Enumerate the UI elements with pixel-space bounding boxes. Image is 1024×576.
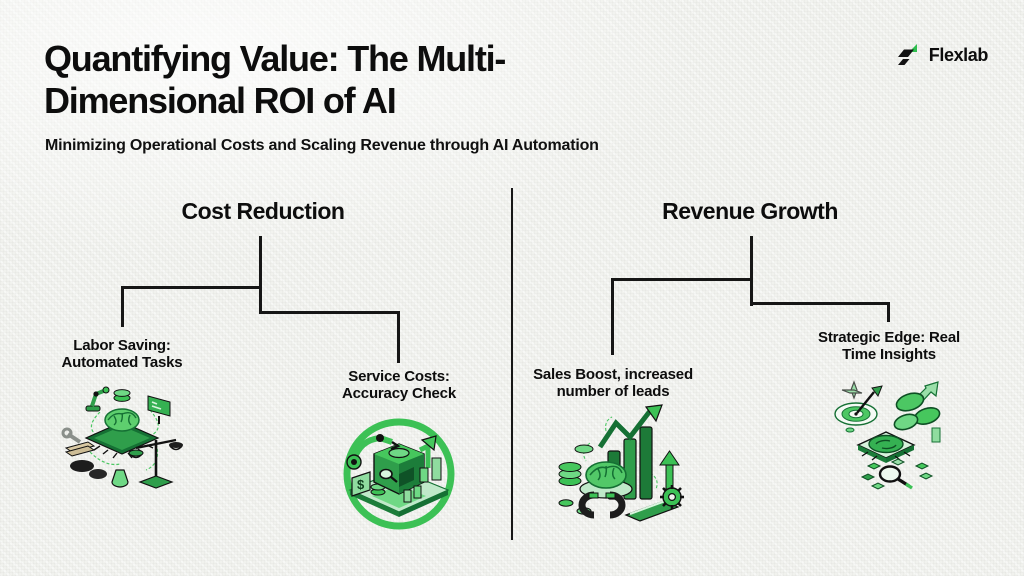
strategic-edge-label-line1: Strategic Edge: Real: [818, 329, 960, 346]
labor-saving-label: Labor Saving: Automated Tasks: [32, 337, 212, 371]
growth-arrow-icon: [418, 435, 442, 483]
data-cubes-icon: [860, 458, 934, 490]
labor-saving-label-line1: Labor Saving:: [73, 337, 171, 354]
ai-chip-icon: [84, 408, 160, 459]
ai-chip-icon: [856, 431, 916, 463]
badge-ring: [343, 418, 455, 530]
page-title: Quantifying Value: The Multi- Dimensiona…: [44, 38, 506, 122]
automated-tasks-illustration: [61, 386, 183, 489]
brand-logo: Flexlab: [895, 44, 988, 66]
labor-saving-label-line2: Automated Tasks: [61, 353, 183, 371]
coin-stack-icon: [558, 444, 594, 515]
page-subtitle: Minimizing Operational Costs and Scaling…: [45, 137, 599, 154]
rising-coins-icon: [893, 381, 941, 443]
center-divider-line: [511, 188, 513, 540]
brain-icon: [104, 408, 140, 432]
revenue-branch-right-drop: [887, 302, 890, 322]
real-time-insights-illustration: [834, 380, 941, 490]
page-title-line2: Dimensional ROI of AI: [44, 80, 397, 121]
flask-icon: [111, 469, 129, 488]
flexlab-logo-icon: [897, 44, 917, 65]
revenue-growth-heading: Revenue Growth: [662, 198, 838, 224]
brain-icon: [579, 461, 633, 499]
service-costs-label-line1: Service Costs:: [348, 368, 450, 385]
sales-boost-label-line2: number of leads: [556, 382, 670, 400]
sales-boost-illustration: [558, 404, 684, 522]
balance-scale-icon: [128, 438, 183, 489]
svg-text:$: $: [357, 477, 365, 492]
up-arrow-icon: [659, 450, 680, 490]
revenue-branch-right-horizontal: [750, 302, 890, 305]
cost-reduction-heading: Cost Reduction: [181, 198, 345, 224]
strategic-edge-label: Strategic Edge: Real Time Insights: [789, 329, 989, 363]
money-stack-icon: [64, 441, 107, 479]
sales-boost-label-line1: Sales Boost, increased: [533, 366, 693, 383]
sales-boost-label: Sales Boost, increased number of leads: [508, 366, 718, 400]
cost-branch-right-drop: [397, 311, 400, 363]
revenue-branch-left-horizontal: [611, 278, 753, 281]
service-costs-label-line2: Accuracy Check: [342, 384, 456, 402]
robot-arm-icon: [346, 434, 401, 470]
cost-branch-right-horizontal: [259, 311, 400, 314]
cost-branch-left-horizontal: [121, 286, 262, 289]
credit-card-icon: [624, 499, 680, 522]
machine-icon: [373, 443, 425, 495]
revenue-branch-left-drop: [611, 278, 614, 355]
coin-stack-icon: [113, 389, 131, 402]
mini-bar-chart-icon: [403, 485, 422, 503]
gear-icon: [660, 485, 684, 509]
magnifier-icon: [379, 468, 398, 483]
cost-tree-stem: [259, 236, 262, 314]
page-title-line1: Quantifying Value: The Multi-: [44, 38, 506, 79]
robot-arm-icon: [85, 386, 110, 412]
magnifier-icon: [878, 465, 913, 490]
accuracy-check-illustration: $: [343, 418, 455, 530]
brand-name: Flexlab: [928, 44, 989, 65]
monitor-icon: [147, 395, 171, 424]
revenue-tree-stem: [750, 236, 753, 306]
magnet-icon: [578, 491, 626, 519]
wrench-icon: [61, 427, 82, 444]
strategic-edge-label-line2: Time Insights: [842, 345, 936, 363]
compass-star-icon: [841, 380, 863, 400]
service-costs-label: Service Costs: Accuracy Check: [309, 368, 489, 402]
cost-branch-left-drop: [121, 286, 124, 327]
target-dart-icon: [834, 385, 883, 433]
